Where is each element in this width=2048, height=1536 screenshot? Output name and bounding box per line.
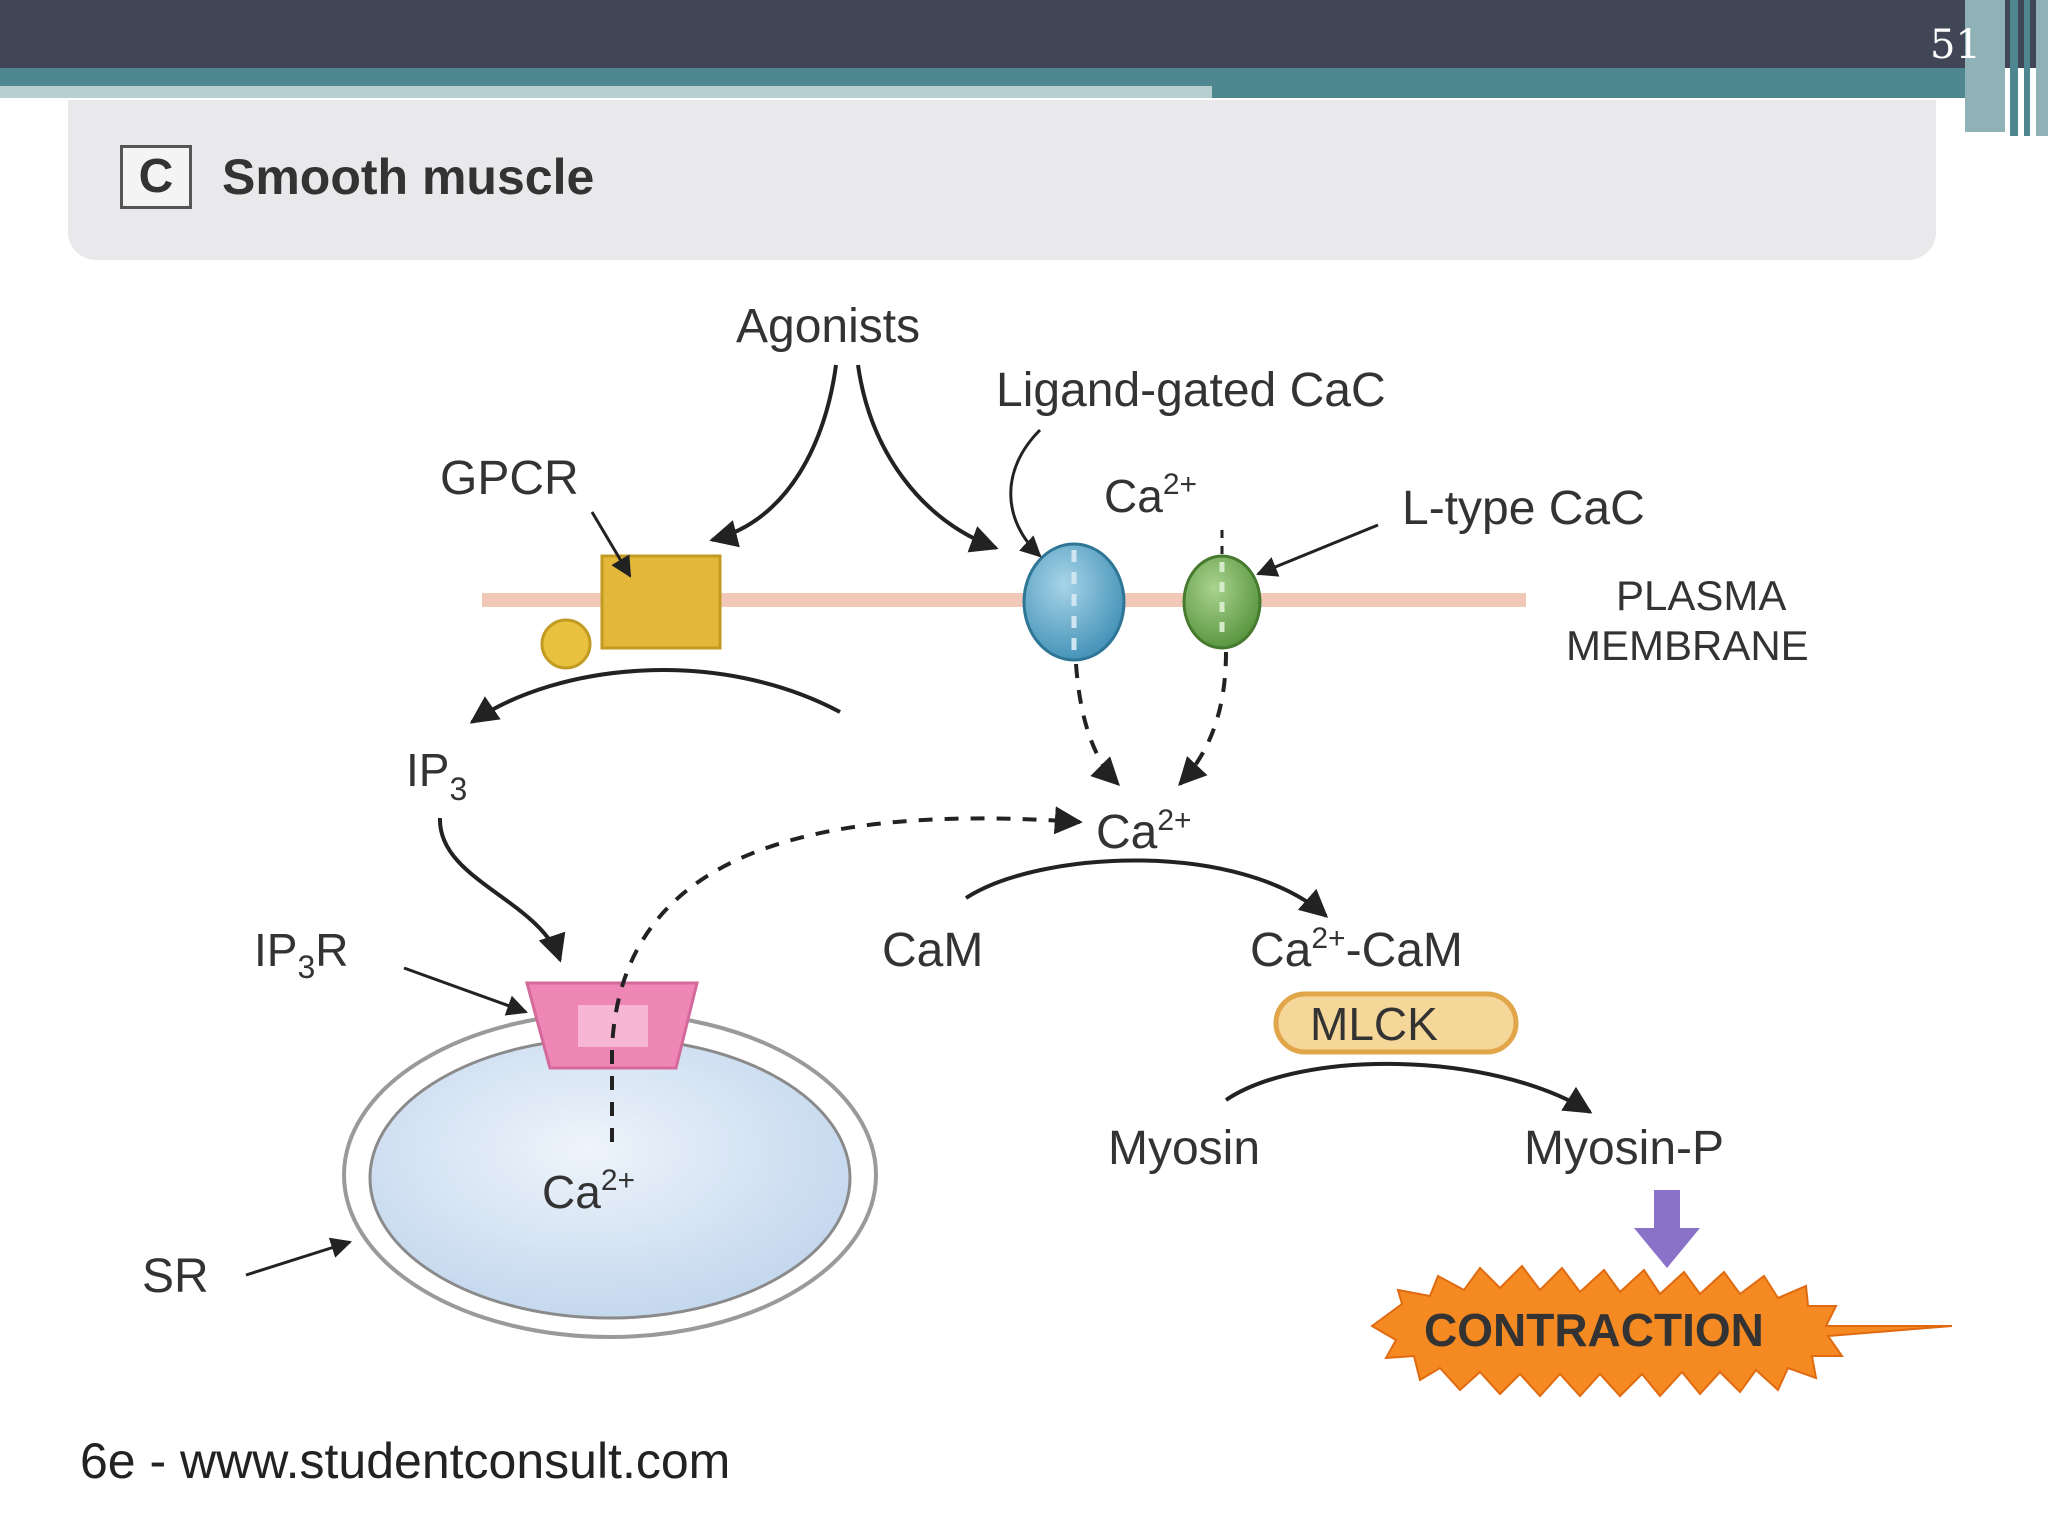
ca-influx-ligand-arrow <box>1074 663 1120 786</box>
corner-decoration <box>1965 0 2005 132</box>
corner-decoration <box>2024 0 2030 136</box>
l-type-pointer <box>1256 523 1379 577</box>
g-protein <box>540 618 592 670</box>
agonist-arrow-channel <box>856 364 999 553</box>
ca-extracellular-label: Ca2+ <box>1104 468 1197 522</box>
plasma-membrane <box>482 593 1526 607</box>
plasma-label: PLASMA <box>1616 572 1786 619</box>
top-bar <box>0 0 2048 68</box>
ca-cytosolic-label: Ca2+ <box>1096 804 1192 859</box>
sr-pointer <box>245 1237 353 1277</box>
ca-influx-ltype-arrow <box>1178 651 1228 787</box>
membrane-label: MEMBRANE <box>1566 622 1809 669</box>
mlck-label: MLCK <box>1310 998 1438 1050</box>
ca-release-dashed-arrow <box>610 806 1083 1142</box>
accent-stripe-right <box>1212 68 1972 98</box>
ip3-to-ip3r-arrow <box>437 817 566 963</box>
figure-header-band <box>68 100 1936 260</box>
ip3r-label: IP3R <box>254 924 349 985</box>
source-credit: 6e - www.studentconsult.com <box>80 1433 731 1489</box>
ligand-gated-pointer <box>1009 428 1042 558</box>
cam-label: CaM <box>882 924 983 977</box>
l-type-label: L-type CaC <box>1402 482 1645 535</box>
cam-binding-arrow <box>964 858 1329 918</box>
figure-title: Smooth muscle <box>222 149 595 205</box>
myosin-label: Myosin <box>1108 1122 1260 1175</box>
ca-sr-label: Ca2+ <box>542 1164 635 1218</box>
gpcr-label: GPCR <box>440 452 579 505</box>
mlck-enzyme <box>1273 991 1519 1055</box>
accent-stripe <box>0 68 1212 86</box>
contraction-arrow <box>1634 1190 1700 1268</box>
agonist-arrow-gpcr <box>709 364 838 548</box>
corner-decoration <box>2010 0 2018 136</box>
contraction-burst <box>1370 1264 1953 1398</box>
agonists-label: Agonists <box>736 300 920 353</box>
myosin-phosphorylation-arrow <box>1224 1061 1593 1114</box>
ip3-production-arrow <box>469 668 841 724</box>
ip3-label: IP3 <box>406 744 467 807</box>
panel-tag: C <box>120 145 192 209</box>
gpcr-receptor <box>600 554 722 650</box>
slide-number: 51 <box>1930 22 1981 68</box>
contraction-label: CONTRACTION <box>1424 1304 1764 1356</box>
ip3r-pointer <box>403 966 528 1016</box>
myosin-p-label: Myosin-P <box>1524 1122 1724 1175</box>
ca-cam-label: Ca2+-CaM <box>1250 922 1463 977</box>
corner-decoration <box>2036 0 2048 136</box>
sr-label: SR <box>142 1250 209 1303</box>
gpcr-pointer <box>590 511 632 578</box>
accent-stripe-light <box>0 86 1212 98</box>
ligand-gated-label: Ligand-gated CaC <box>996 364 1386 417</box>
